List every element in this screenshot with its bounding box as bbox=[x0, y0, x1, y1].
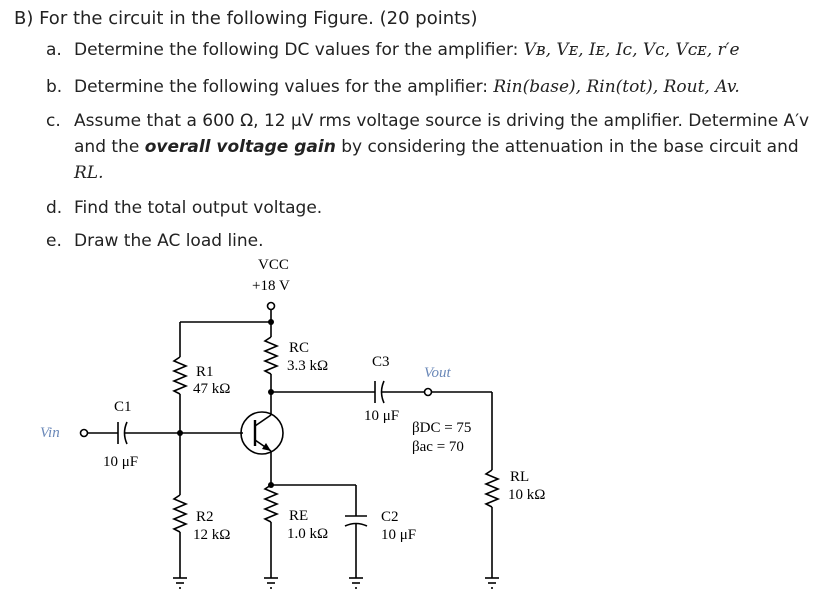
re-value: 1.0 kΩ bbox=[287, 526, 328, 542]
c1-value: 10 μF bbox=[103, 454, 138, 470]
c2-name: C2 bbox=[381, 509, 399, 525]
re-name: RE bbox=[289, 508, 308, 524]
rl-value: 10 kΩ bbox=[508, 487, 545, 503]
r2-name: R2 bbox=[196, 509, 214, 525]
c2-value: 10 μF bbox=[381, 527, 416, 543]
beta-dc: βDC = 75 bbox=[412, 420, 471, 436]
vin-label: Vin bbox=[40, 425, 60, 441]
rl-name: RL bbox=[510, 469, 529, 485]
r1-name: R1 bbox=[196, 364, 214, 380]
item-b: b. Determine the following values for th… bbox=[46, 77, 740, 97]
c3-value: 10 μF bbox=[364, 408, 399, 424]
rc-value: 3.3 kΩ bbox=[287, 358, 328, 374]
r1-value: 47 kΩ bbox=[193, 381, 230, 397]
item-c: c. Assume that a 600 Ω, 12 μV rms voltag… bbox=[46, 111, 810, 183]
vcc-label: VCC bbox=[258, 257, 289, 273]
question-title: B) For the circuit in the following Figu… bbox=[14, 8, 478, 29]
vout-label: Vout bbox=[424, 365, 452, 381]
c3-name: C3 bbox=[372, 354, 390, 370]
item-a: a. Determine the following DC values for… bbox=[46, 40, 740, 60]
item-d: d. Find the total output voltage. bbox=[46, 198, 323, 218]
c1-name: C1 bbox=[114, 399, 132, 415]
rc-name: RC bbox=[289, 340, 309, 356]
item-e: e. Draw the AC load line. bbox=[46, 231, 264, 251]
beta-ac: βac = 70 bbox=[412, 439, 464, 455]
vcc-value: +18 V bbox=[252, 278, 290, 294]
r2-value: 12 kΩ bbox=[193, 527, 230, 543]
